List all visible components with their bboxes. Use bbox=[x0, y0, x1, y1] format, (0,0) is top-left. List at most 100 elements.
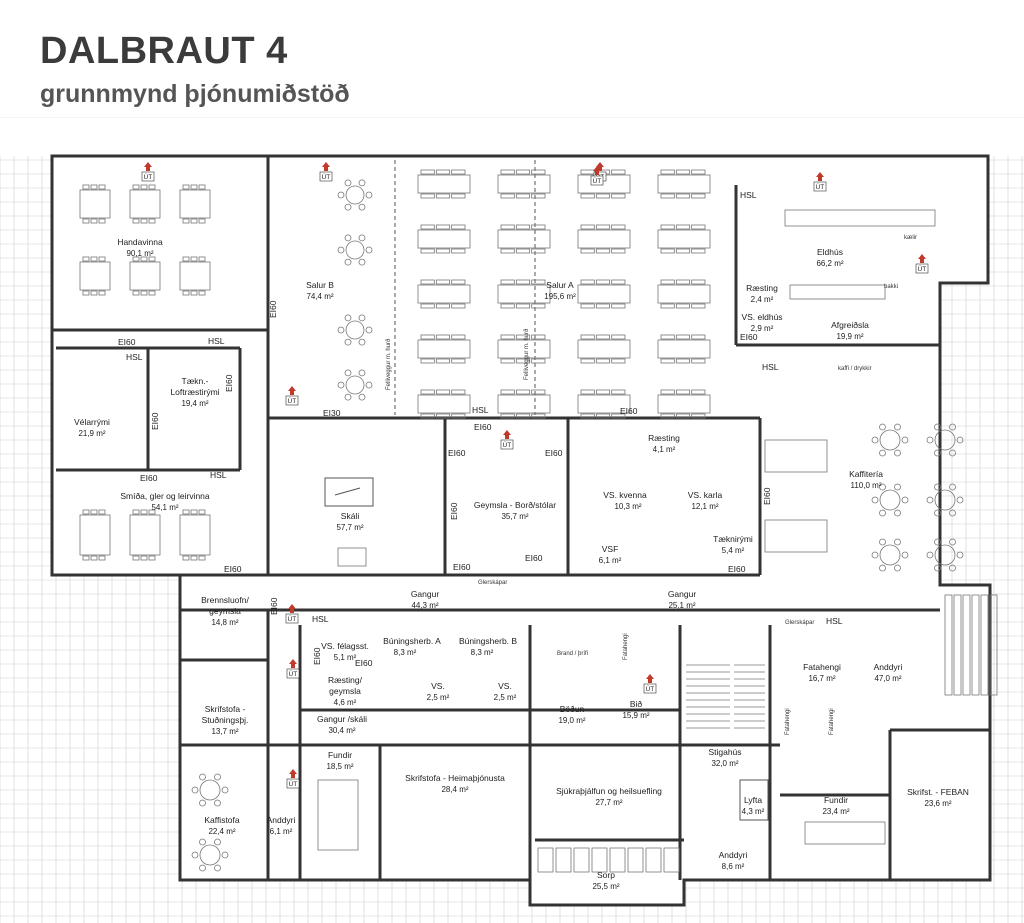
room-raesting-1: Ræsting bbox=[746, 283, 778, 293]
svg-text:Glerskápar: Glerskápar bbox=[785, 620, 814, 626]
room-kaffistofa: Kaffistofa bbox=[204, 815, 240, 825]
svg-text:13,7 m²: 13,7 m² bbox=[211, 727, 238, 736]
svg-text:EI60: EI60 bbox=[740, 332, 758, 342]
room-lyfta: Lyfta bbox=[744, 795, 762, 805]
room-studningsthj: Stuðningsþj. bbox=[202, 715, 249, 725]
room-bodun: Böðun bbox=[560, 704, 585, 714]
room-sorp: Sorp bbox=[597, 870, 615, 880]
room-vs-karla: VS. karla bbox=[688, 490, 723, 500]
room-gangur-2: Gangur bbox=[668, 589, 697, 599]
svg-text:25,5 m²: 25,5 m² bbox=[592, 882, 619, 891]
page-subtitle: grunnmynd þjónumiðstöð bbox=[40, 80, 350, 108]
svg-text:27,7 m²: 27,7 m² bbox=[595, 798, 622, 807]
svg-text:HSL: HSL bbox=[472, 405, 489, 415]
svg-text:EI60: EI60 bbox=[140, 473, 158, 483]
ei60-label: EI60 bbox=[118, 337, 136, 347]
svg-text:19,0 m²: 19,0 m² bbox=[558, 716, 585, 725]
room-taeknirymi: Tæknirými bbox=[713, 534, 753, 544]
svg-text:8,3 m²: 8,3 m² bbox=[394, 648, 417, 657]
room-fatahengi: Fatahengi bbox=[803, 662, 841, 672]
room-buningsherb-b: Búningsherb. B bbox=[459, 636, 517, 646]
room-stigahus: Stigahús bbox=[708, 747, 741, 757]
svg-text:8,6 m²: 8,6 m² bbox=[722, 862, 745, 871]
room-afgreidsla: Afgreiðsla bbox=[831, 320, 869, 330]
room-anddyri-2: Anddyri bbox=[267, 815, 296, 825]
room-skali: Skáli bbox=[341, 511, 360, 521]
room-buningsherb-a: Búningsherb. A bbox=[383, 636, 441, 646]
room-gangur-skali: Gangur /skáli bbox=[317, 714, 367, 724]
room-vs-eldhus: VS. eldhús bbox=[741, 312, 782, 322]
svg-text:195,6 m²: 195,6 m² bbox=[544, 292, 576, 301]
svg-text:2,5 m²: 2,5 m² bbox=[427, 693, 450, 702]
svg-text:16,7 m²: 16,7 m² bbox=[808, 674, 835, 683]
svg-text:ÚT: ÚT bbox=[918, 264, 927, 273]
svg-text:ÚT: ÚT bbox=[593, 176, 602, 185]
annotations: EI60 EI60 EI60 EI60 EI60 EI30 EI60 EI60 … bbox=[118, 190, 917, 735]
svg-text:5,4 m²: 5,4 m² bbox=[722, 546, 745, 555]
svg-text:HSL: HSL bbox=[826, 616, 843, 626]
svg-text:47,0 m²: 47,0 m² bbox=[874, 674, 901, 683]
svg-text:66,2 m²: 66,2 m² bbox=[816, 259, 843, 268]
svg-text:12,1 m²: 12,1 m² bbox=[691, 502, 718, 511]
svg-text:EI60: EI60 bbox=[224, 374, 234, 392]
svg-text:Brand / þrífi: Brand / þrífi bbox=[557, 651, 588, 657]
room-raesting-2: Ræsting bbox=[648, 433, 680, 443]
svg-text:6,1 m²: 6,1 m² bbox=[599, 556, 622, 565]
svg-text:ÚT: ÚT bbox=[503, 440, 512, 449]
svg-text:44,3 m²: 44,3 m² bbox=[411, 601, 438, 610]
svg-text:EI60: EI60 bbox=[728, 564, 746, 574]
svg-text:ÚT: ÚT bbox=[816, 182, 825, 191]
svg-text:22,4 m²: 22,4 m² bbox=[208, 827, 235, 836]
room-taekn: Tækn.- bbox=[182, 376, 209, 386]
room-vs-felagsst: VS. félagsst. bbox=[321, 641, 369, 651]
room-skrifstofa: Skrifstofa - bbox=[205, 704, 246, 714]
svg-text:kaffi / drykkir: kaffi / drykkir bbox=[838, 366, 872, 372]
svg-text:Felliveggur m. hurð: Felliveggur m. hurð bbox=[523, 328, 530, 380]
svg-text:18,5 m²: 18,5 m² bbox=[326, 762, 353, 771]
room-loftraestirymi: Loftræstirými bbox=[170, 387, 219, 397]
svg-text:EI60: EI60 bbox=[269, 597, 279, 615]
svg-text:15,9 m²: 15,9 m² bbox=[622, 711, 649, 720]
svg-text:ÚT: ÚT bbox=[289, 669, 298, 678]
svg-text:Fatahengi: Fatahengi bbox=[829, 708, 835, 735]
svg-text:23,6 m²: 23,6 m² bbox=[924, 799, 951, 808]
svg-text:ÚT: ÚT bbox=[288, 396, 297, 405]
svg-text:25,1 m²: 25,1 m² bbox=[668, 601, 695, 610]
ei30-label: EI30 bbox=[323, 408, 341, 418]
svg-text:14,8 m²: 14,8 m² bbox=[211, 618, 238, 627]
furniture bbox=[79, 169, 998, 873]
svg-text:EI60: EI60 bbox=[449, 502, 459, 520]
room-vs-kvenna: VS. kvenna bbox=[603, 490, 647, 500]
svg-text:28,4 m²: 28,4 m² bbox=[441, 785, 468, 794]
svg-text:HSL: HSL bbox=[126, 352, 143, 362]
svg-text:19,4 m²: 19,4 m² bbox=[181, 399, 208, 408]
svg-text:ÚT: ÚT bbox=[289, 779, 298, 788]
svg-text:EI60: EI60 bbox=[762, 487, 772, 505]
svg-text:Fatahengi: Fatahengi bbox=[785, 708, 791, 735]
svg-text:6,1 m²: 6,1 m² bbox=[270, 827, 293, 836]
svg-text:32,0 m²: 32,0 m² bbox=[711, 759, 738, 768]
svg-text:54,1 m²: 54,1 m² bbox=[151, 503, 178, 512]
room-fundir-2: Fundir bbox=[824, 795, 848, 805]
svg-text:EI60: EI60 bbox=[268, 300, 278, 318]
room-heimathjonusta: Skrifstofa - Heimaþjónusta bbox=[405, 773, 505, 783]
svg-text:Glerskápar: Glerskápar bbox=[478, 580, 507, 586]
svg-text:4,3 m²: 4,3 m² bbox=[742, 807, 765, 816]
svg-text:ÚT: ÚT bbox=[144, 172, 153, 181]
svg-text:EI60: EI60 bbox=[453, 562, 471, 572]
svg-text:HSL: HSL bbox=[762, 362, 779, 372]
svg-text:8,3 m²: 8,3 m² bbox=[471, 648, 494, 657]
svg-text:90,1 m²: 90,1 m² bbox=[126, 249, 153, 258]
svg-text:5,1 m²: 5,1 m² bbox=[334, 653, 357, 662]
room-fundir-1: Fundir bbox=[328, 750, 352, 760]
room-sjukrathjalfun: Sjúkraþjálfun og heilsuefling bbox=[556, 786, 662, 796]
room-raesting-geymsla: Ræsting/ bbox=[328, 675, 363, 685]
room-salur-b: Salur B bbox=[306, 280, 334, 290]
room-brennsluofn-geymsla: geymsla bbox=[209, 606, 241, 616]
svg-text:2,9 m²: 2,9 m² bbox=[751, 324, 774, 333]
room-raesting-geymsla-2: geymsla bbox=[329, 686, 361, 696]
svg-text:HSL: HSL bbox=[740, 190, 757, 200]
svg-text:30,4 m²: 30,4 m² bbox=[328, 726, 355, 735]
room-salur-a: Salur A bbox=[546, 280, 574, 290]
